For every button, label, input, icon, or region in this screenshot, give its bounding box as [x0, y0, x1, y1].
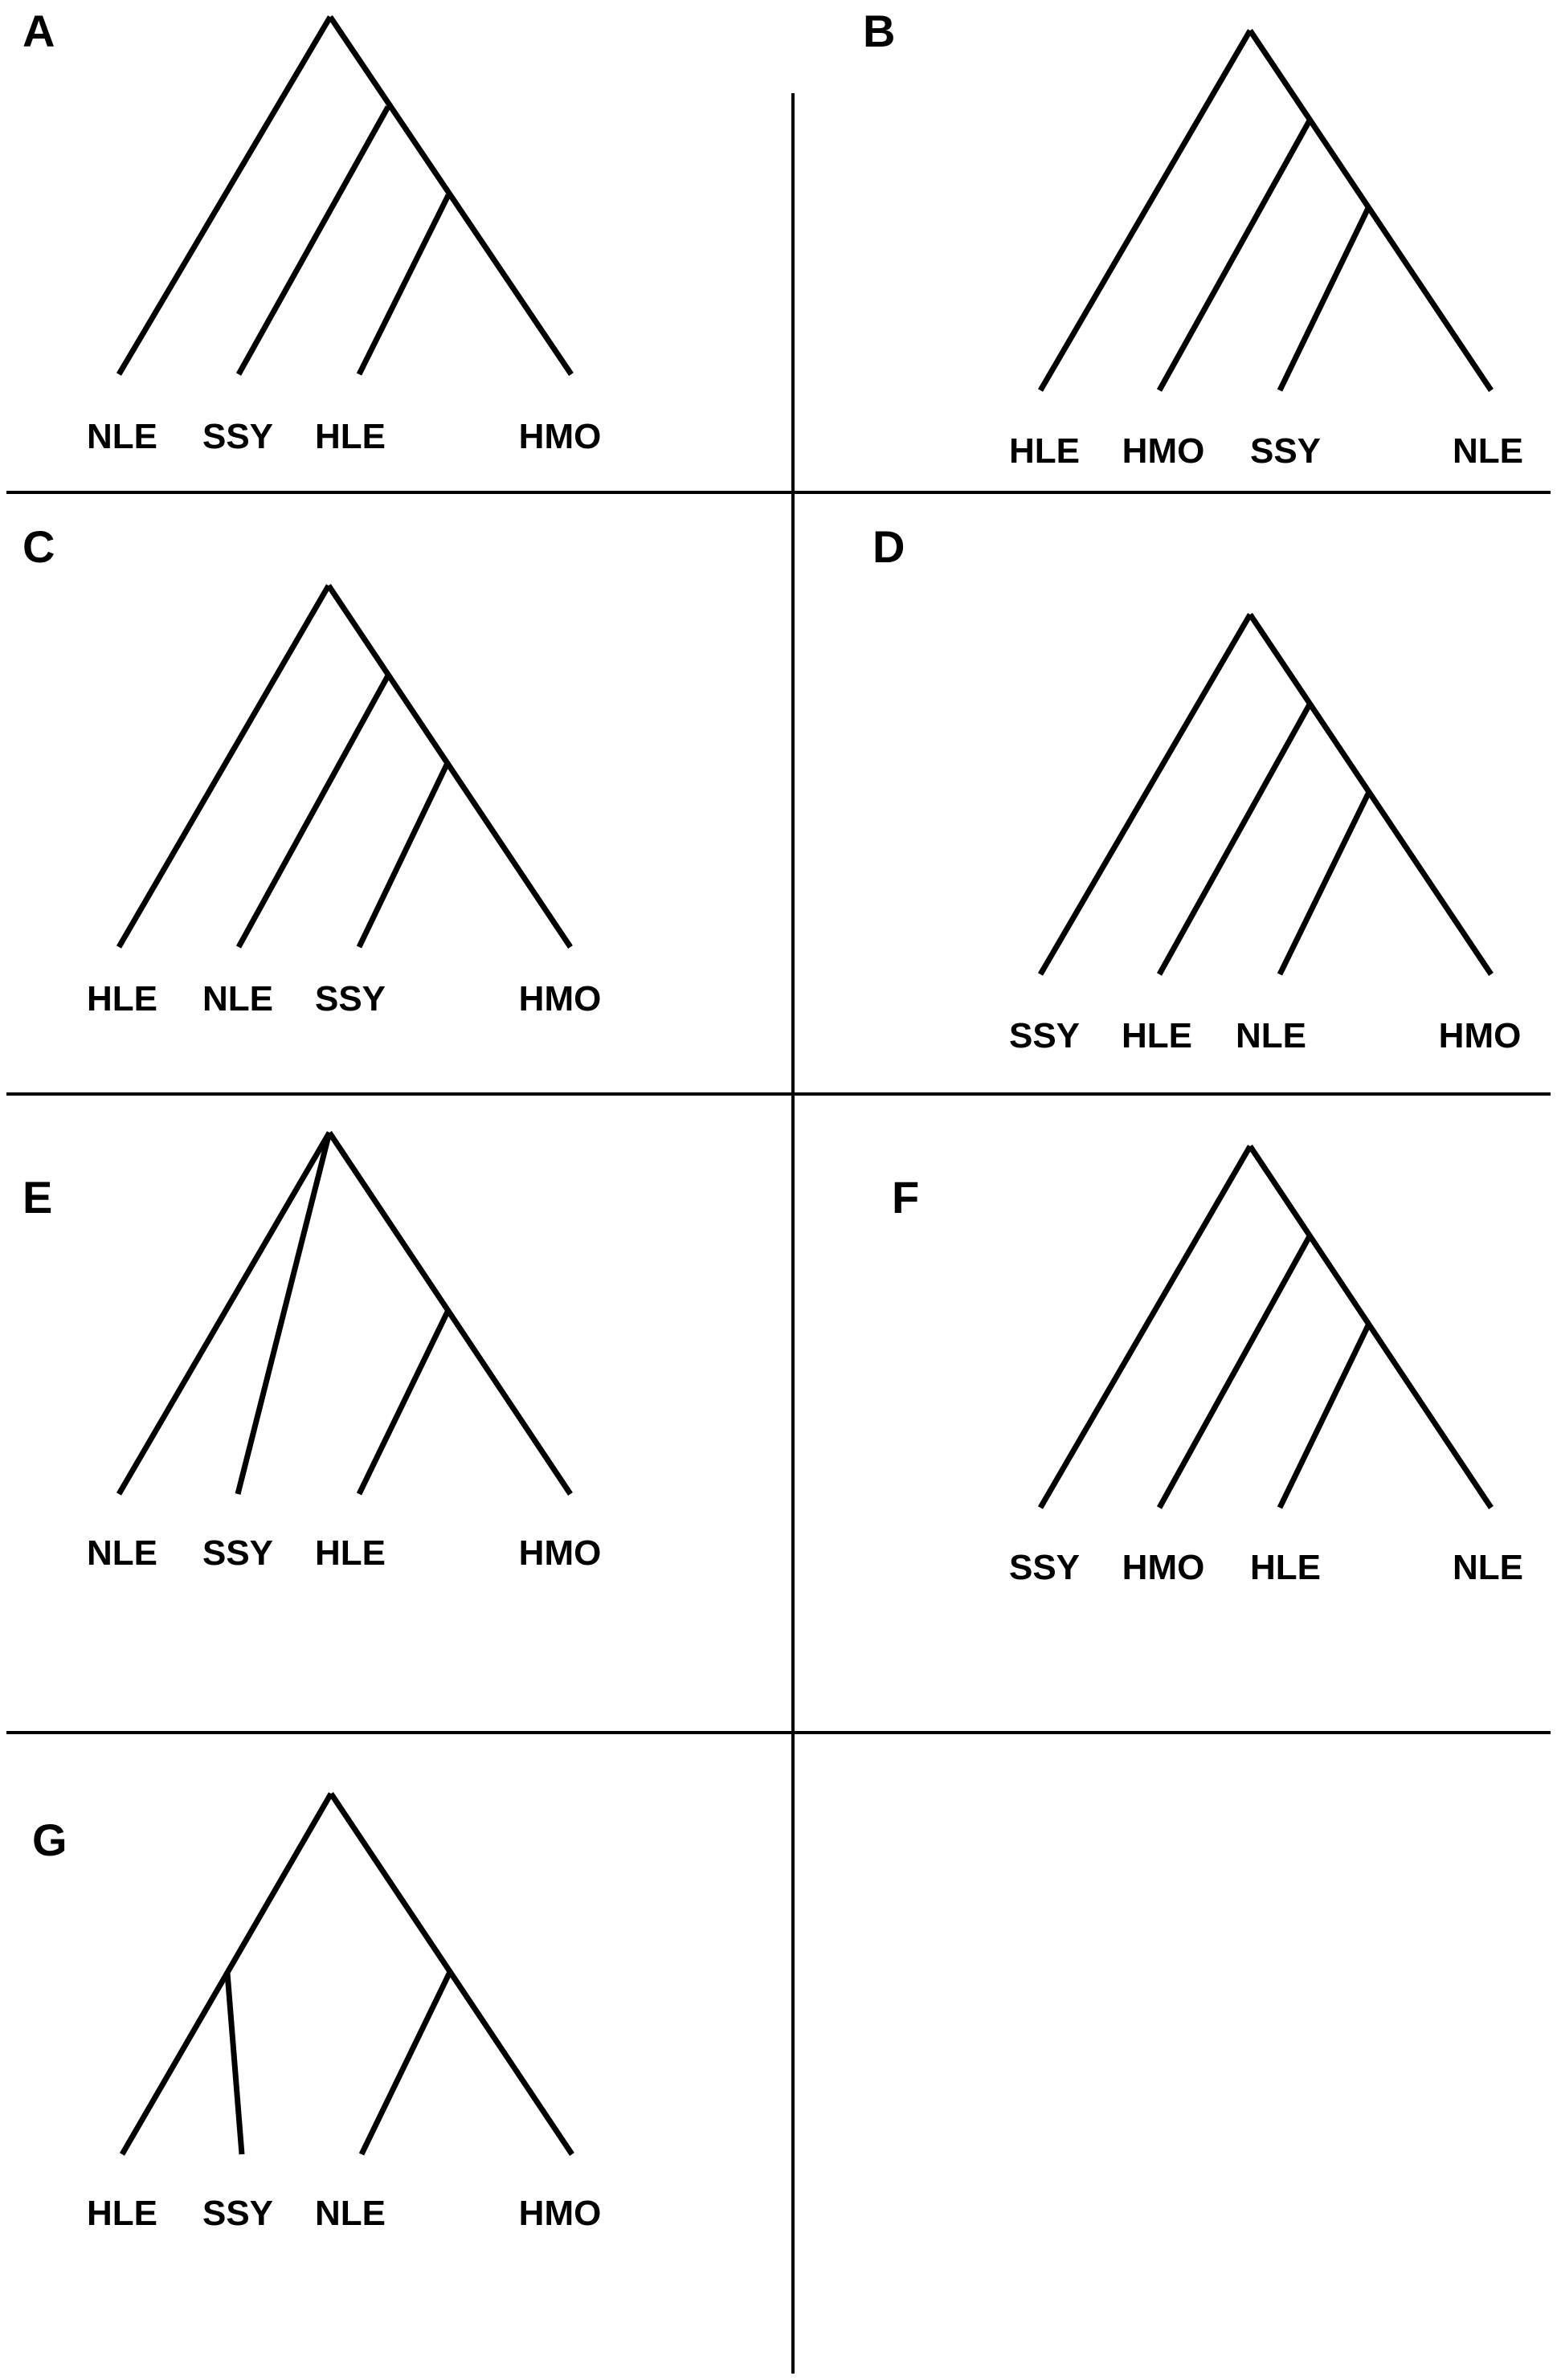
branch-node3	[356, 194, 452, 376]
panel-g: G HLE SSY NLE HMO	[32, 1792, 602, 2233]
panel-letter-d: D	[872, 521, 905, 572]
tree-e	[116, 1131, 573, 1496]
leaf-label-hle: HLE	[1250, 1548, 1321, 1587]
leaf-label-hle: HLE	[87, 2194, 157, 2233]
leaf-label-nle: NLE	[202, 979, 273, 1019]
branch-root-right	[1248, 1145, 1494, 1509]
tree-d	[1037, 613, 1494, 976]
leaf-label-ssy: SSY	[1009, 1548, 1080, 1587]
panel-e: E NLE SSY HLE HMO	[22, 1131, 602, 1573]
branch-node2	[235, 105, 391, 376]
leaf-label-hmo: HMO	[1122, 1548, 1205, 1587]
branch-polytomy	[235, 1132, 333, 1495]
panel-letter-e: E	[22, 1172, 52, 1223]
branch-root-left	[1037, 1145, 1253, 1509]
branch-root-right	[328, 15, 574, 376]
branch-node2	[1156, 1235, 1313, 1509]
branch-node2	[235, 674, 391, 949]
tree-b	[1037, 29, 1494, 392]
leaf-label-hmo: HMO	[519, 979, 602, 1019]
tree-a	[116, 15, 574, 376]
leaf-label-hle: HLE	[87, 979, 157, 1019]
branch-root-left	[116, 15, 333, 376]
leaf-label-nle: NLE	[1236, 1016, 1306, 1055]
panel-letter-g: G	[32, 1815, 67, 1865]
leaf-label-hle: HLE	[315, 1533, 386, 1573]
branch-node2	[1156, 119, 1313, 392]
branch-node3	[1277, 1324, 1371, 1509]
branch-node3	[1277, 206, 1371, 392]
leaf-label-hmo: HMO	[1439, 1016, 1522, 1055]
branch-root-right	[326, 584, 573, 949]
leaf-label-nle: NLE	[315, 2194, 386, 2233]
leaf-label-ssy: SSY	[1009, 1016, 1080, 1055]
panel-letter-a: A	[22, 6, 55, 56]
branch-node2	[356, 1308, 452, 1496]
branch-root-left	[116, 1131, 333, 1496]
leaf-label-hmo: HMO	[519, 1533, 602, 1573]
panel-b: B HLE HMO SSY NLE	[863, 6, 1523, 471]
branch-node3	[356, 763, 450, 949]
branch-node2	[1156, 703, 1313, 976]
leaf-label-hle: HLE	[315, 417, 386, 456]
leaf-label-hle: HLE	[1009, 431, 1080, 471]
leaf-label-ssy: SSY	[202, 1533, 273, 1573]
leaf-label-ssy: SSY	[202, 417, 273, 456]
leaf-label-ssy: SSY	[202, 2194, 273, 2233]
leaf-label-nle: NLE	[87, 417, 157, 456]
leaf-label-hmo: HMO	[1122, 431, 1205, 471]
branch-root-left	[1037, 613, 1253, 976]
leaf-label-nle: NLE	[1453, 431, 1523, 471]
panel-a: A NLE SSY HLE HMO	[22, 6, 601, 456]
panel-letter-b: B	[863, 6, 895, 56]
tree-f	[1037, 1145, 1494, 1509]
panel-c: C HLE NLE SSY HMO	[22, 521, 601, 1019]
leaf-label-nle: NLE	[1453, 1548, 1523, 1587]
leaf-label-ssy: SSY	[315, 979, 386, 1019]
branch-root-right	[327, 1131, 573, 1496]
tree-g	[119, 1792, 574, 2156]
leaf-label-hle: HLE	[1122, 1016, 1192, 1055]
branch-root-left	[1037, 29, 1253, 392]
panel-letter-c: C	[22, 521, 55, 572]
branch-hle-ssy-node	[224, 1972, 245, 2155]
branch-nle-hmo-node	[358, 1970, 453, 2156]
panel-f: F SSY HMO HLE NLE	[892, 1145, 1523, 1587]
branch-root-right	[1248, 613, 1494, 976]
leaf-label-hmo: HMO	[519, 417, 602, 456]
tree-c	[116, 584, 573, 949]
branch-root-right	[1248, 29, 1494, 392]
leaf-label-hmo: HMO	[519, 2194, 602, 2233]
leaf-label-ssy: SSY	[1250, 431, 1321, 471]
leaf-label-nle: NLE	[87, 1533, 157, 1573]
branch-node3	[1277, 792, 1371, 976]
panel-d: D SSY HLE NLE HMO	[872, 521, 1521, 1055]
panel-letter-f: F	[892, 1172, 919, 1223]
branch-root-left	[116, 584, 332, 949]
